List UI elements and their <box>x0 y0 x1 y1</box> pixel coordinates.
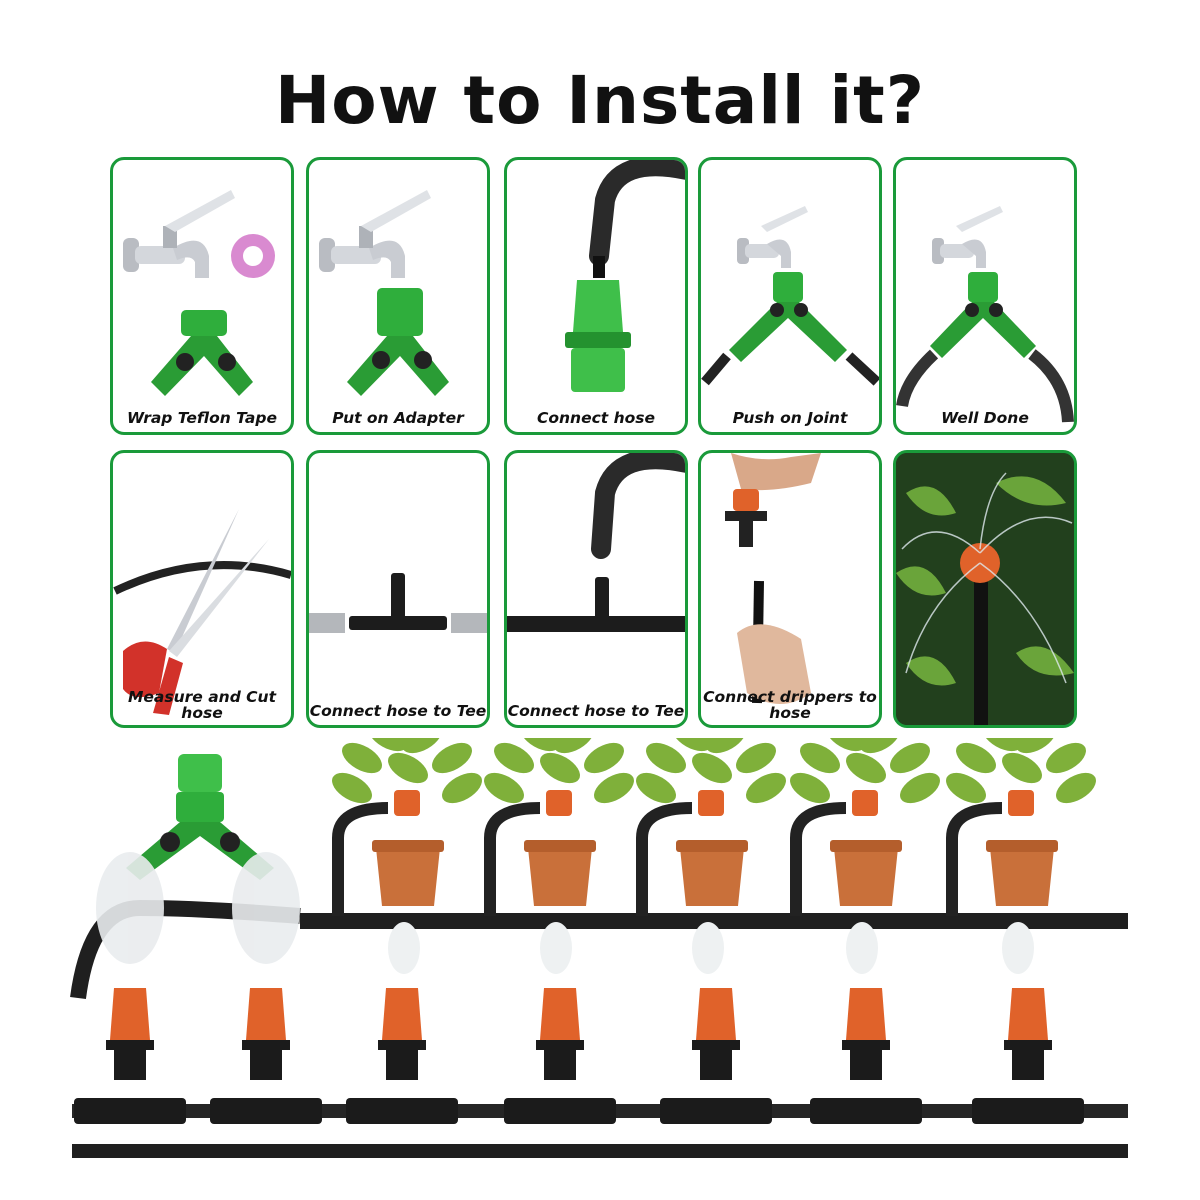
step-caption: Connect hose to Tee <box>507 702 685 720</box>
faucet-adapter-illustration <box>319 190 449 396</box>
step-card-put-on-adapter: Put on Adapter <box>306 157 490 435</box>
step-card-measure-and-cut-hose: Measure and Cut hose <box>110 450 294 728</box>
potted-plant-icon <box>484 738 634 974</box>
potted-plant-icon <box>790 738 940 974</box>
step-caption: Push on Joint <box>732 409 848 427</box>
faucet-icon <box>123 190 235 278</box>
mist-sprayer-icon <box>660 988 772 1124</box>
system-overview-illustration <box>70 738 1128 1158</box>
potted-plant-icon <box>946 738 1096 974</box>
step-card-connect-hose-to-tee: Connect hose to Tee <box>306 450 490 728</box>
step-card-well-done: Well Done <box>893 157 1077 435</box>
step-caption: Connect hose <box>536 409 656 427</box>
step-card-connect-hose: Connect hose <box>504 157 688 435</box>
scissors-icon <box>123 509 269 715</box>
teflon-tape-icon <box>231 234 275 278</box>
tee-connector-illustration <box>309 573 487 633</box>
mist-sprayer-icon <box>810 988 922 1124</box>
step-card-wrap-teflon-tape: Wrap Teflon Tape <box>110 157 294 435</box>
mist-icon <box>96 852 300 964</box>
dripper-icon <box>1008 790 1034 816</box>
y-connector-icon <box>151 310 253 396</box>
step-card-connect-drippers: Connect drippers to hose <box>698 450 882 728</box>
tee-icon <box>349 573 447 630</box>
mist-sprayer-icon <box>74 988 186 1124</box>
step-caption: Connect hose to Tee <box>309 702 487 720</box>
y-connector-icon <box>126 754 274 880</box>
step-caption: Well Done <box>941 409 1029 427</box>
page-title: How to Install it? <box>275 62 925 139</box>
step-card-watering-photo <box>893 450 1077 728</box>
tee-hose-illustration <box>507 453 685 632</box>
step-caption: Put on Adapter <box>332 409 464 427</box>
potted-plant-icon <box>332 738 482 974</box>
faucet-complete-illustration <box>896 206 1074 423</box>
hose-adapter-illustration <box>565 160 685 392</box>
sprinkler-plants-photo <box>896 453 1074 725</box>
dripper-icon <box>698 790 724 816</box>
dripper-icon <box>852 790 878 816</box>
mist-sprayer-icon <box>210 988 322 1124</box>
mist-sprayer-icon <box>504 988 616 1124</box>
dripper-icon <box>394 790 420 816</box>
dripper-hand-illustration <box>725 453 821 704</box>
scissors-hose-illustration <box>113 509 291 715</box>
potted-plant-icon <box>636 738 786 974</box>
step-caption: Connect drippers to hose <box>703 688 877 722</box>
step-card-connect-hose-to-tee-2: Connect hose to Tee <box>504 450 688 728</box>
faucet-teflon-illustration <box>123 190 275 396</box>
dripper-icon <box>725 489 767 547</box>
mist-sprayer-icon <box>972 988 1084 1124</box>
step-caption: Measure and Cut hose <box>127 688 276 722</box>
upper-hose <box>300 913 1128 929</box>
faucet-joint-illustration <box>701 206 879 386</box>
step-card-push-on-joint: Push on Joint <box>698 157 882 435</box>
dripper-icon <box>546 790 572 816</box>
step-caption: Wrap Teflon Tape <box>127 409 277 427</box>
mist-sprayer-icon <box>346 988 458 1124</box>
